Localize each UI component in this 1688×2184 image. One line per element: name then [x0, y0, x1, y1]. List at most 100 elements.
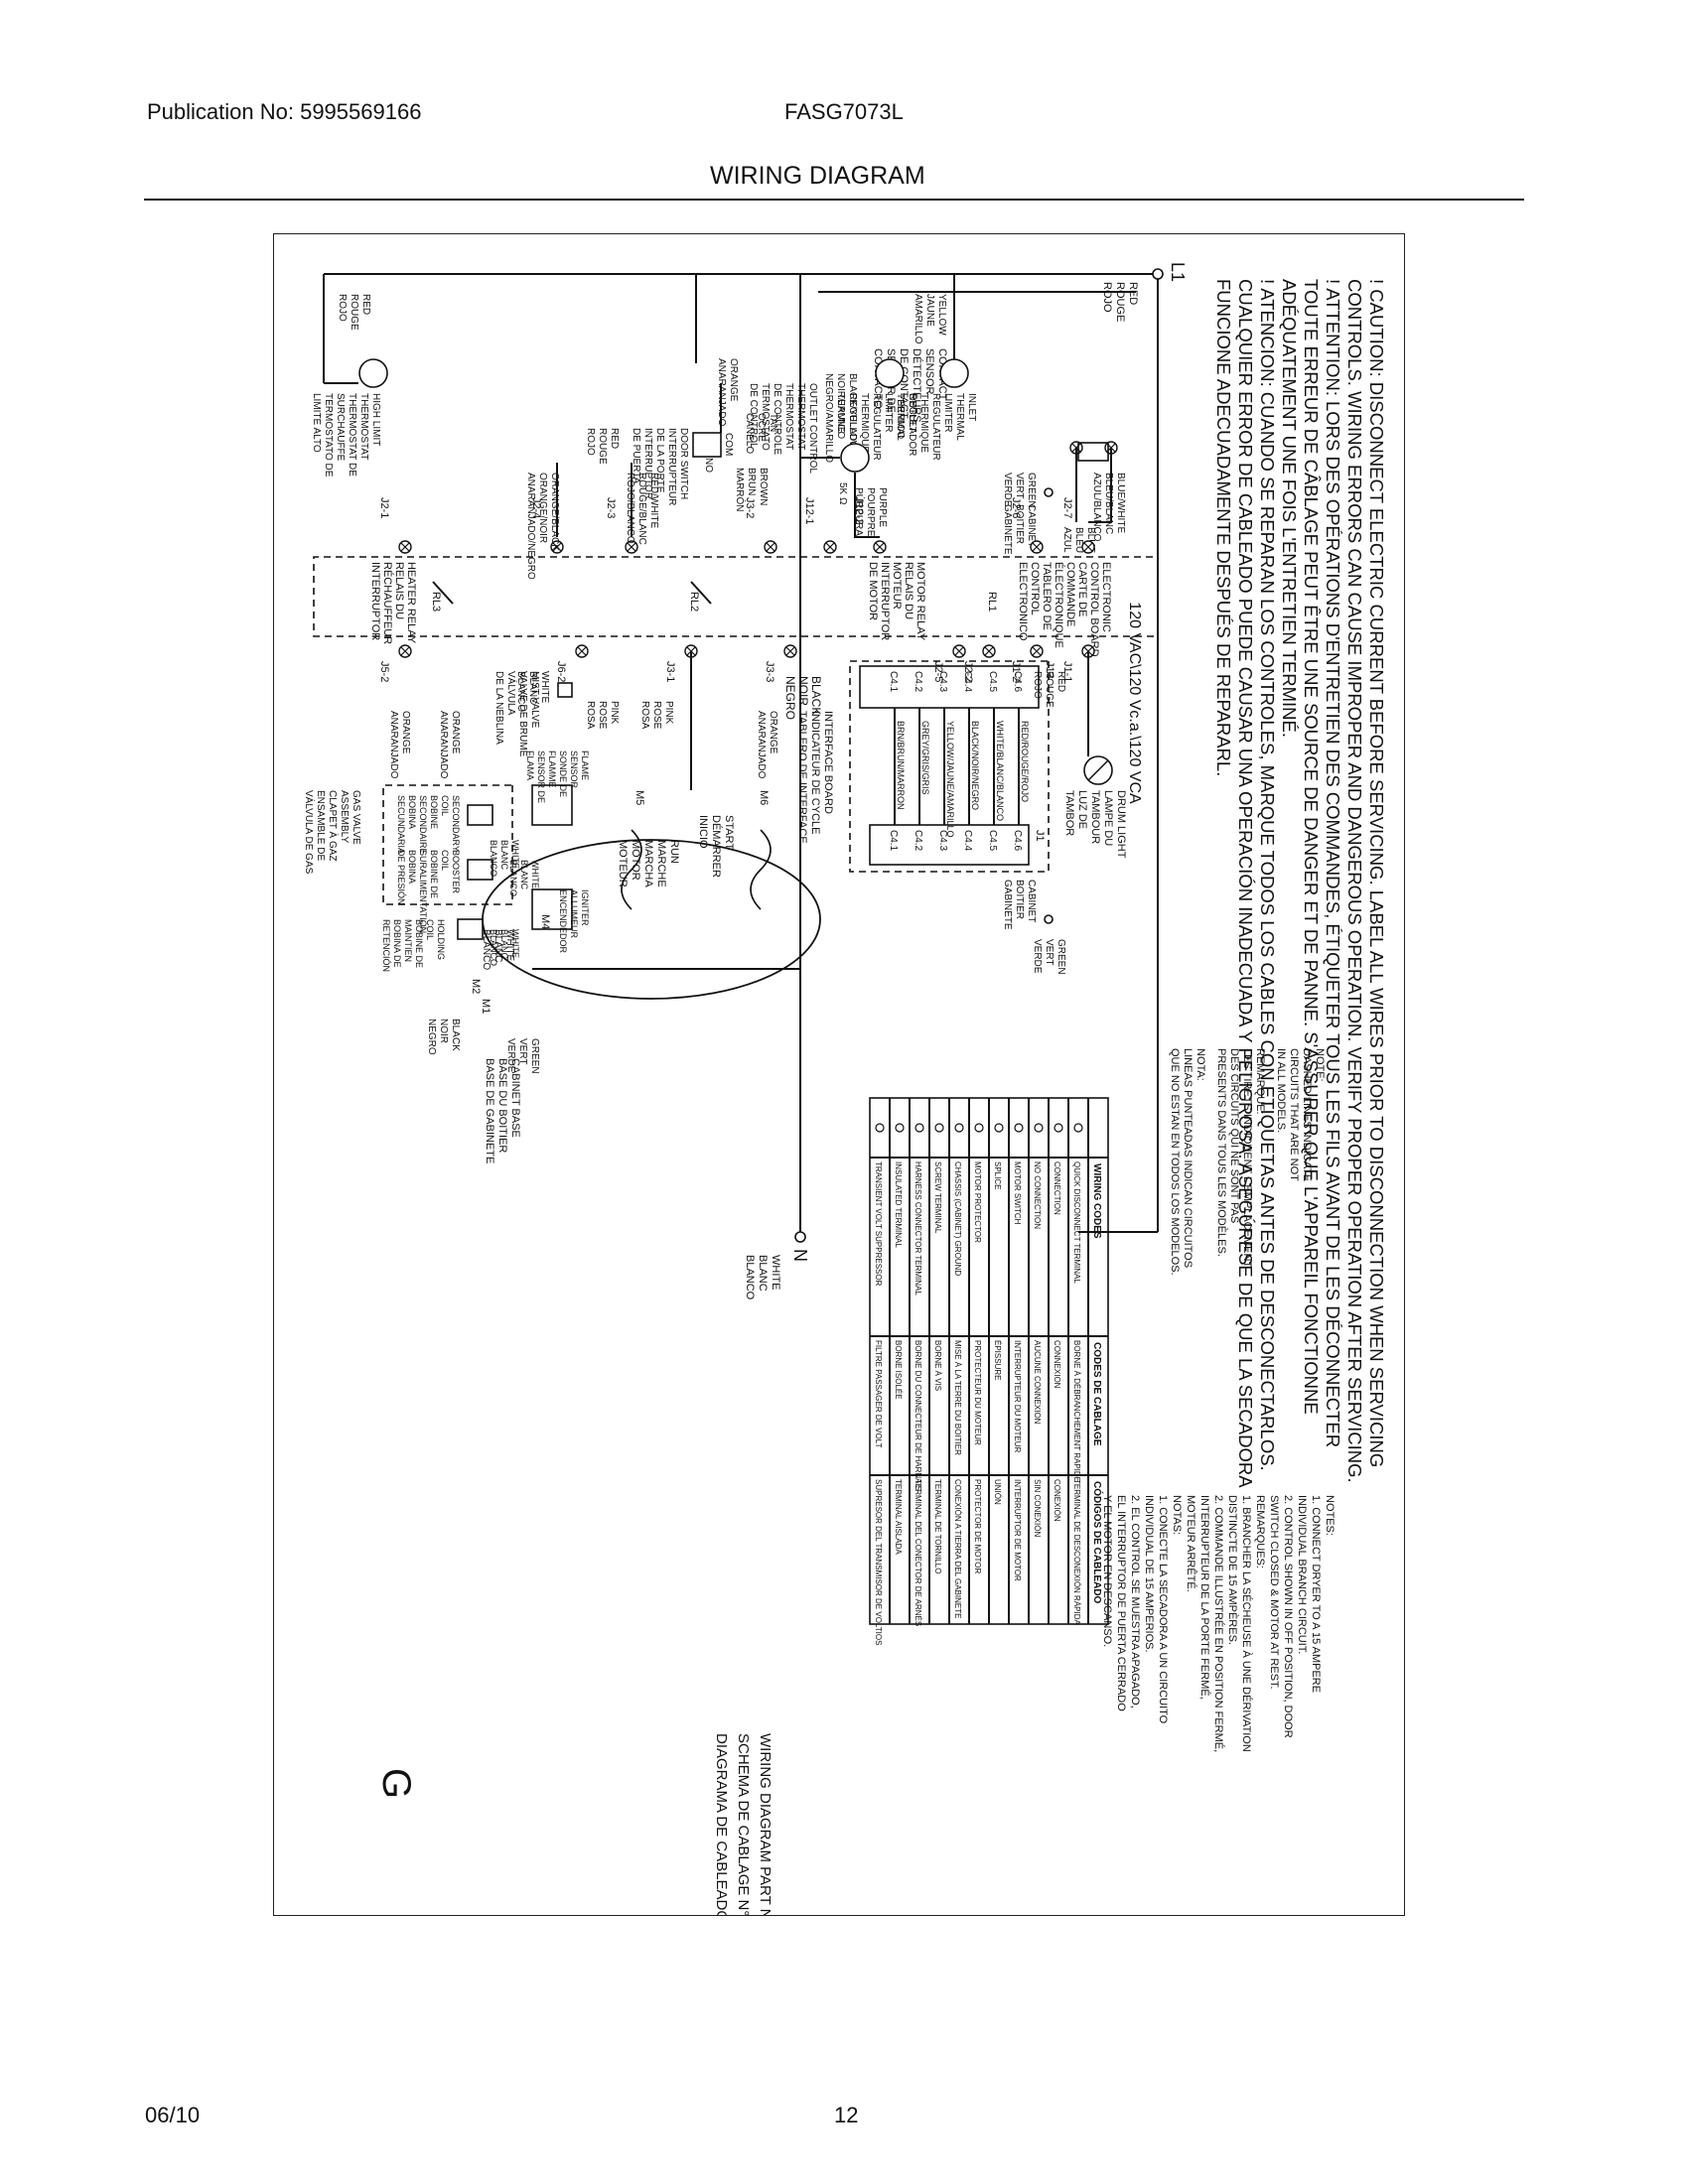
- wire-label-red-mid: RED: [609, 428, 620, 449]
- secondary-coil-label: SECONDARY: [451, 795, 461, 852]
- terminal-cross: [1083, 542, 1093, 552]
- board-terminal: [625, 540, 638, 554]
- note-fr: LES TIRETS INDIQUENT L'EMPLACEMENT: [1241, 1048, 1253, 1268]
- door-switch-no: NO: [703, 458, 714, 473]
- outlet-limiter-label: THERMAL: [895, 393, 906, 441]
- control-board-label: TABLERO DE: [1041, 562, 1053, 630]
- gas-valve-assembly: [382, 784, 513, 905]
- booster-coil-label: COIL: [440, 850, 450, 871]
- wire-label-cabinet: BOITIER: [1014, 504, 1025, 544]
- notes-block: INDIVIDUAL DE 15 AMPERIOS.: [1143, 1495, 1155, 1653]
- wire-label-pink-2: ROSE: [597, 701, 608, 730]
- wire-label-black-m2: NOIR: [438, 1019, 449, 1043]
- wire-label-white-gv2: BLANCO: [489, 929, 498, 966]
- flame-sensor: [531, 784, 573, 826]
- table-symbol: [1054, 1123, 1063, 1133]
- inlet-limiter-label: TERMICO: [895, 393, 906, 439]
- ribbon-wire-color: GREY/GRIS/GRIS: [920, 721, 930, 795]
- booster-coil-label: DE PRESIÓN: [396, 850, 406, 905]
- relay-rl3: RL3: [430, 592, 442, 612]
- start-winding-label: DÉMARRER: [710, 815, 723, 878]
- drum-light-label: LUZ DE: [1076, 790, 1088, 829]
- wire-label-orange-gv-2: ORANGE: [400, 711, 411, 754]
- wire-label-orange-j3: ANARANJADO: [756, 711, 767, 779]
- booster-coil: [467, 859, 493, 881]
- table-cell: QUICK DISCONNECT TERMINAL: [1072, 1161, 1081, 1284]
- outlet-control-thermostat: [840, 443, 870, 473]
- board-terminal: [982, 644, 996, 658]
- table-cell: ÉPISSURE: [993, 1340, 1002, 1380]
- table-symbol: [1073, 1123, 1083, 1133]
- ribbon-connector-j1: [869, 824, 1030, 866]
- ribbon-pin-left: C4.5: [987, 671, 998, 693]
- drum-light-label: TAMBOR: [1063, 790, 1075, 836]
- wire-label-white-relay: WHITE: [539, 671, 550, 704]
- notes-block: 1. BRANCHER LA SÉCHEUSE À UNE DÉRIVATION: [1240, 1495, 1253, 1752]
- wire-label-blue-white: BLEU/BLANC: [1103, 473, 1114, 534]
- note-en: CIRCUITS THAT ARE NOT: [1288, 1048, 1300, 1181]
- diagram-frame: ! CAUTION: DISCONNECT ELECTRIC CURRENT B…: [273, 233, 1405, 1916]
- igniter-label: ALLUMEUR: [569, 889, 579, 939]
- wire-label-white-n: BLANC: [757, 1255, 769, 1292]
- wire-label-black: NOIR: [796, 676, 810, 706]
- notes-block: EL INTERRUPTOR DE PUERTA CERRADO: [1115, 1495, 1127, 1711]
- cabinet-base-label: CABINET BASE: [509, 1058, 521, 1138]
- wire-label-red-l1: RED: [1127, 282, 1139, 305]
- table-cell: TERMINAL DEL CONECTOR DE ARNÉS: [914, 1479, 922, 1626]
- wire-label-white-gv3: BLANCO: [508, 860, 518, 896]
- mist-valve-label: VALVE DE BRUME: [517, 671, 528, 757]
- outlet-control-label: DE CONTROL: [748, 383, 759, 449]
- door-switch-com: COM: [723, 433, 734, 456]
- notes-block: NOTAS:: [1171, 1495, 1183, 1535]
- board-terminal-label: J2-7: [1061, 497, 1073, 518]
- table-symbol: [934, 1123, 944, 1133]
- inlet-limiter-label: REGULADOR: [907, 393, 917, 456]
- motor-label: MARCHA: [642, 840, 654, 887]
- outlet-limiter-label: THERMIQUE: [859, 393, 870, 453]
- gas-valve-label: GAS VALVE: [351, 790, 361, 845]
- notes-block: INDIVIDUAL BRANCH CIRCUIT.: [1296, 1495, 1308, 1654]
- start-winding-label: INICIO: [697, 815, 709, 849]
- ribbon-pin-right: C4.3: [937, 830, 948, 852]
- ribbon-wire-color: BRN/BRUN/MARRON: [896, 721, 906, 810]
- board-terminal-label: J2-1: [378, 497, 390, 518]
- table-cell: NO CONNECTION: [1033, 1161, 1042, 1229]
- door-switch-label: DE PUERTA: [631, 428, 641, 484]
- wire-label-pink-2: PINK: [609, 701, 620, 725]
- table-cell: SPLICE: [993, 1161, 1002, 1189]
- motor-relay-label: DE MOTOR: [867, 562, 879, 620]
- control-board-label: CONTROL BOARD: [1088, 562, 1100, 657]
- door-switch-label: DE LA PORTE: [654, 428, 665, 493]
- wire-label-white-gv2: WHITE: [510, 929, 520, 958]
- holding-coil-label: RETENCIÓN: [381, 919, 391, 972]
- ribbon-connector-j13: [859, 665, 1040, 709]
- flame-sensor-label: FLAMA: [525, 751, 535, 780]
- igniter-label: IGNITER: [580, 889, 590, 926]
- notes-block: REMARQUES:: [1254, 1495, 1266, 1569]
- board-terminal-label: J5-2: [378, 661, 390, 682]
- footer-date: 06/10: [145, 2103, 201, 2127]
- door-switch: [692, 432, 722, 458]
- table-cell: TERMINAL AISLADA: [894, 1479, 903, 1555]
- booster-coil-label: BOOSTER: [451, 850, 461, 894]
- connector-j13: J13: [1044, 661, 1055, 679]
- booster-coil-label: SURALIMENTATION: [418, 850, 428, 933]
- relay-contact-rl3: [432, 581, 454, 605]
- ribbon-pin-right: C4.5: [987, 830, 998, 852]
- motor-relay-label: RELAIS DU: [903, 562, 914, 619]
- motor-relay-label: MOTEUR: [891, 562, 903, 610]
- wire-label-white-gv1: BLANCO: [489, 840, 498, 877]
- mist-valve-coil: [557, 682, 573, 698]
- note-en: NOTE:: [1314, 1048, 1326, 1082]
- wire-label-white-gv1: WHITE: [510, 840, 520, 869]
- wire-label-black-m2: NEGRO: [426, 1019, 437, 1055]
- table-cell: TERMINAL DE TORNILLO: [933, 1479, 942, 1573]
- table-cell: TRANSIENT VOLT SUPPRESSOR: [874, 1161, 883, 1287]
- notes-block: 1. CONECTE LA SECADORA A UN CIRCUITO: [1157, 1495, 1169, 1724]
- flame-sensor-label: FLAMME: [547, 751, 557, 788]
- control-board-label: ÉLECTRONIQUE: [1053, 562, 1065, 648]
- wire-purple: [854, 473, 880, 538]
- wire-label-orange-gv: ANARANJADO: [438, 711, 449, 779]
- high-limit-label: THERMOSTAT DE: [347, 393, 357, 477]
- control-board-label: ELECTRONICO: [1017, 562, 1029, 641]
